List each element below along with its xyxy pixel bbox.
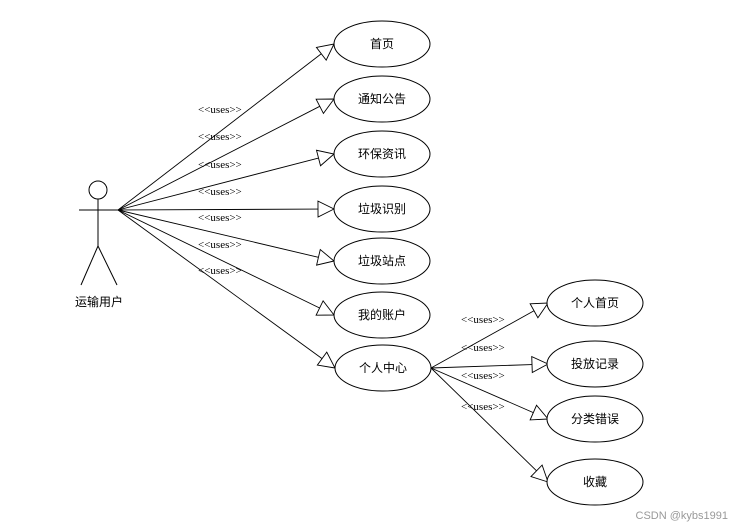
uses-association-line	[430, 364, 533, 369]
open-arrowhead	[315, 43, 335, 61]
uses-association-line	[117, 209, 320, 309]
use-case-eco-news: 环保资讯	[333, 130, 431, 178]
uses-label: <<uses>>	[461, 342, 505, 354]
personal-center-relation-labels: <<uses>> <<uses>> <<uses>> <<uses>>	[461, 314, 505, 413]
use-case-label: 收藏	[583, 475, 607, 489]
uses-label: <<uses>>	[461, 401, 505, 413]
uses-association-line	[117, 209, 319, 258]
uses-association-line	[430, 310, 535, 369]
actor-relation-labels: <<uses>> <<uses>> <<uses>> <<uses>> <<us…	[198, 104, 242, 277]
open-arrowhead	[316, 351, 336, 369]
uses-label: <<uses>>	[198, 131, 242, 143]
uses-association-line	[117, 105, 320, 211]
use-case-favorites: 收藏	[546, 458, 644, 506]
use-case-garbage-station: 垃圾站点	[333, 237, 431, 285]
main-use-case-group: 首页 通知公告 环保资讯 垃圾识别 垃圾站点 我的账户 个人中心	[333, 20, 432, 392]
use-case-garbage-recognition: 垃圾识别	[333, 185, 431, 233]
open-arrowhead	[315, 149, 335, 167]
use-case-label: 通知公告	[358, 92, 406, 106]
use-case-label: 首页	[370, 37, 394, 51]
uses-label: <<uses>>	[198, 104, 242, 116]
uses-label: <<uses>>	[198, 265, 242, 277]
uses-association-line	[430, 367, 537, 472]
sub-use-case-group: 个人首页 投放记录 分类错误 收藏	[546, 279, 644, 506]
use-case-personal-center: 个人中心	[334, 344, 432, 392]
open-arrowhead	[315, 299, 335, 316]
uses-label: <<uses>>	[461, 314, 505, 326]
uses-association-line	[117, 208, 319, 211]
use-case-label: 垃圾站点	[358, 253, 406, 268]
actor-right-leg	[97, 245, 118, 286]
use-case-notice: 通知公告	[333, 75, 431, 123]
uses-association-line	[430, 367, 534, 414]
use-case-label: 个人中心	[359, 360, 407, 375]
uses-association-line	[117, 53, 322, 211]
open-arrowhead	[530, 464, 549, 483]
actor-label: 运输用户	[75, 294, 123, 309]
open-arrowhead	[317, 200, 336, 218]
uses-label: <<uses>>	[198, 239, 242, 251]
uses-label: <<uses>>	[198, 212, 242, 224]
association-edges	[117, 43, 550, 483]
actor: 运输用户	[75, 180, 123, 309]
use-case-label: 个人首页	[571, 296, 619, 310]
use-case-label: 垃圾识别	[358, 201, 406, 216]
open-arrowhead	[529, 404, 549, 421]
use-case-disposal-records: 投放记录	[546, 340, 644, 388]
uses-label: <<uses>>	[461, 370, 505, 382]
use-case-label: 环保资讯	[358, 147, 406, 161]
use-case-home: 首页	[333, 20, 431, 68]
actor-head	[88, 180, 108, 200]
use-case-label: 分类错误	[571, 412, 619, 426]
use-case-my-account: 我的账户	[333, 291, 431, 339]
uses-label: <<uses>>	[198, 159, 242, 171]
open-arrowhead	[531, 355, 550, 374]
uses-label: <<uses>>	[198, 186, 242, 198]
watermark: CSDN @kybs1991	[636, 510, 728, 522]
uses-association-line	[117, 209, 323, 359]
use-case-label: 投放记录	[571, 356, 619, 371]
use-case-classification-errors: 分类错误	[546, 395, 644, 443]
open-arrowhead	[529, 302, 549, 319]
use-case-label: 我的账户	[358, 307, 406, 322]
open-arrowhead	[315, 98, 335, 115]
actor-left-leg	[80, 245, 99, 286]
uses-association-line	[117, 157, 319, 211]
use-case-personal-home: 个人首页	[546, 279, 644, 327]
open-arrowhead	[315, 248, 335, 266]
